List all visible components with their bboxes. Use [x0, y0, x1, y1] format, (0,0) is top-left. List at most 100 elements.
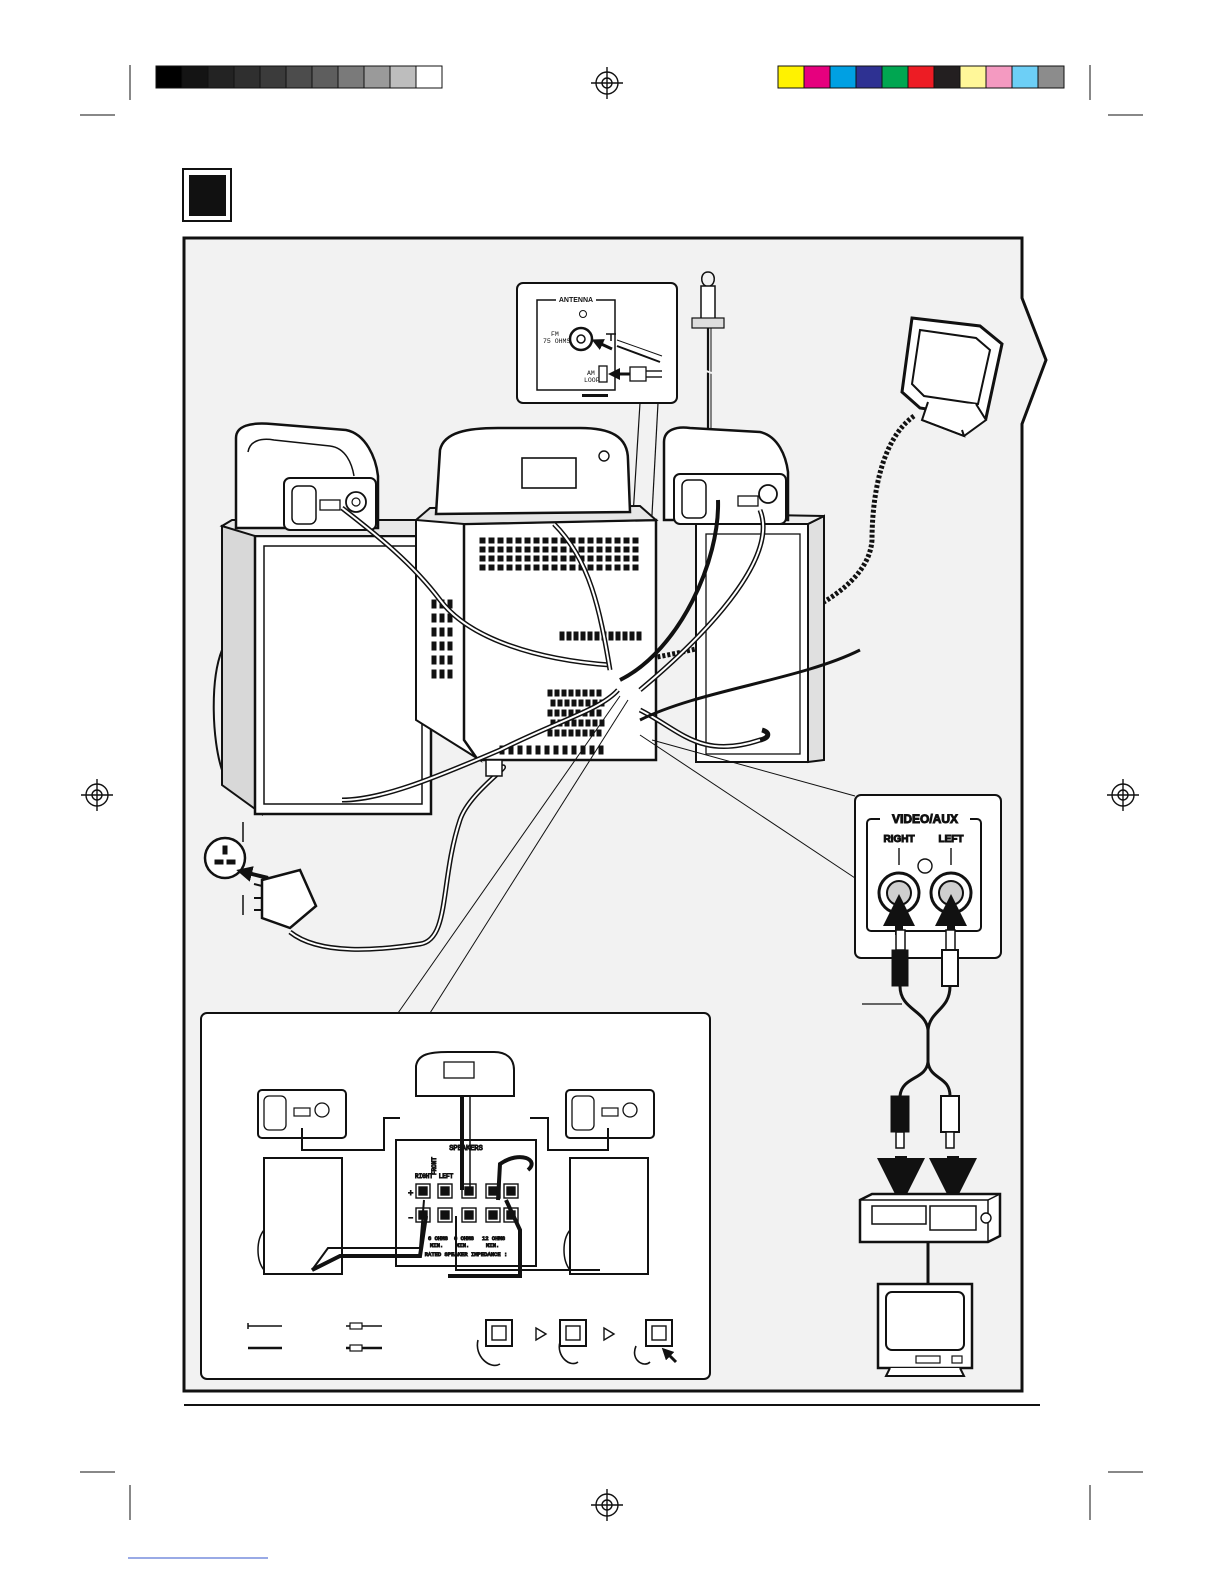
gray-swatch: [234, 66, 260, 88]
vent-slot: [543, 565, 548, 570]
vent-slot: [507, 565, 512, 570]
vent-slot: [534, 565, 539, 570]
vent-slot: [498, 565, 503, 570]
vent-slot: [633, 556, 638, 561]
vent-slot: [448, 670, 452, 678]
spk-right-label: RIGHT: [415, 1173, 433, 1180]
vent-slot: [597, 730, 601, 736]
vent-slot: [609, 632, 613, 640]
color-swatch: [830, 66, 856, 88]
vent-slot: [534, 538, 539, 543]
gray-swatch: [260, 66, 286, 88]
terminal-slot: [507, 1187, 515, 1195]
vent-slot: [569, 690, 573, 696]
vent-slot: [516, 565, 521, 570]
black-square-icon: [183, 169, 231, 221]
color-swatch: [1038, 66, 1064, 88]
vent-slot: [543, 556, 548, 561]
vent-slot: [567, 632, 571, 640]
vent-slot: [597, 690, 601, 696]
fm-jack-icon[interactable]: [570, 328, 592, 350]
vent-slot: [560, 632, 564, 640]
vent-slot: [597, 710, 601, 716]
vent-slot: [624, 547, 629, 552]
vent-slot: [570, 565, 575, 570]
vent-slot: [498, 538, 503, 543]
vent-slot: [543, 547, 548, 552]
vent-slot: [570, 556, 575, 561]
vent-slot: [588, 565, 593, 570]
vent-slot: [633, 565, 638, 570]
vent-slot: [480, 556, 485, 561]
vent-slot: [579, 700, 583, 706]
vent-slot: [552, 556, 557, 561]
rated-impedance-label: RATED SPEAKER IMPEDANCE :: [425, 1251, 508, 1258]
vent-slot: [543, 538, 548, 543]
vent-slot: [572, 720, 576, 726]
gray-swatch: [338, 66, 364, 88]
vent-slot: [498, 547, 503, 552]
loop-label: LOOP: [584, 377, 600, 384]
vent-slot: [552, 547, 557, 552]
terminal-slot: [441, 1187, 449, 1195]
vent-slot: [440, 670, 444, 678]
vent-slot: [525, 538, 530, 543]
vent-slot: [534, 556, 539, 561]
vent-slot: [588, 556, 593, 561]
vent-slot: [590, 690, 594, 696]
vent-slot: [597, 565, 602, 570]
right-surround-speaker: [664, 428, 788, 524]
vent-slot: [448, 656, 452, 664]
vent-slot: [597, 556, 602, 561]
ohms6-center-label: 6 OHMS: [454, 1235, 475, 1242]
vent-slot: [545, 746, 549, 754]
vent-slot: [432, 670, 436, 678]
vent-slot: [562, 710, 566, 716]
vent-slot: [548, 710, 552, 716]
color-swatch: [804, 66, 830, 88]
vent-slot: [489, 547, 494, 552]
vent-slot: [572, 746, 576, 754]
vent-slot: [489, 565, 494, 570]
ohms12-label: 12 OHMS: [482, 1235, 506, 1242]
vent-slot: [569, 730, 573, 736]
vent-slot: [581, 632, 585, 640]
vent-slot: [432, 600, 436, 608]
am-terminal-icon[interactable]: [599, 366, 607, 382]
vent-slot: [480, 565, 485, 570]
vent-slot: [548, 690, 552, 696]
gray-swatch: [364, 66, 390, 88]
vent-slot: [440, 628, 444, 636]
vent-slot: [498, 556, 503, 561]
vent-slot: [606, 538, 611, 543]
vent-slot: [597, 538, 602, 543]
vent-slot: [555, 690, 559, 696]
vent-slot: [615, 556, 620, 561]
vent-slot: [576, 690, 580, 696]
color-swatch: [1012, 66, 1038, 88]
vent-slot: [561, 565, 566, 570]
vent-slot: [593, 720, 597, 726]
vent-slot: [536, 746, 540, 754]
speakers-label: SPEAKERS: [449, 1145, 483, 1153]
vent-slot: [574, 632, 578, 640]
color-swatch: [934, 66, 960, 88]
vent-slot: [633, 538, 638, 543]
vent-slot: [595, 632, 599, 640]
plus-sign: +: [408, 1189, 413, 1199]
gray-swatch: [182, 66, 208, 88]
color-swatch: [882, 66, 908, 88]
right-jack-label: RIGHT: [883, 834, 914, 845]
left-surround-speaker: [236, 424, 378, 530]
min-label: MIN.: [430, 1242, 443, 1249]
terminal-slot: [419, 1187, 427, 1195]
vent-slot: [616, 632, 620, 640]
vent-slot: [586, 720, 590, 726]
vent-slot: [599, 746, 603, 754]
vent-slot: [507, 547, 512, 552]
vent-slot: [597, 547, 602, 552]
vent-slot: [480, 547, 485, 552]
gray-swatch: [416, 66, 442, 88]
minus-sign: –: [408, 1213, 413, 1223]
vent-slot: [555, 730, 559, 736]
